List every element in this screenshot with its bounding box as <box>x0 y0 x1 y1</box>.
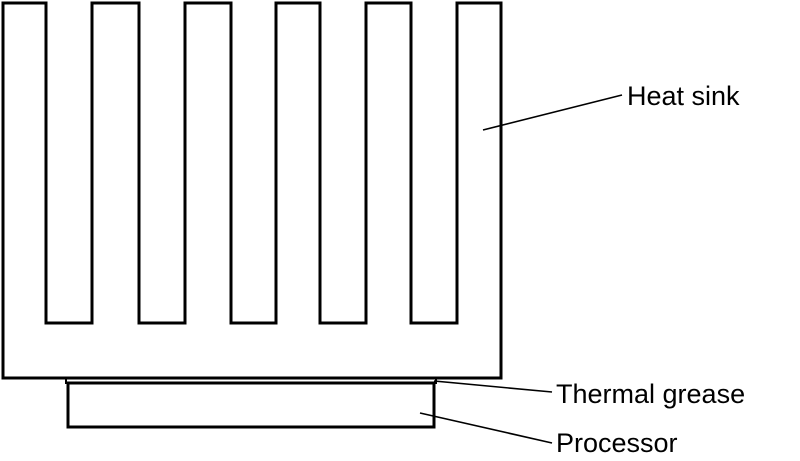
processor-leader-line <box>419 412 553 444</box>
heat-sink-leader-line <box>482 94 623 131</box>
heat-sink-label: Heat sink <box>627 81 740 111</box>
thermal-grease-label: Thermal grease <box>556 379 745 409</box>
processor-block <box>66 381 436 429</box>
thermal-grease-leader-line <box>433 380 553 393</box>
heat-sink-outline <box>1 1 503 380</box>
processor-label: Processor <box>556 428 678 458</box>
